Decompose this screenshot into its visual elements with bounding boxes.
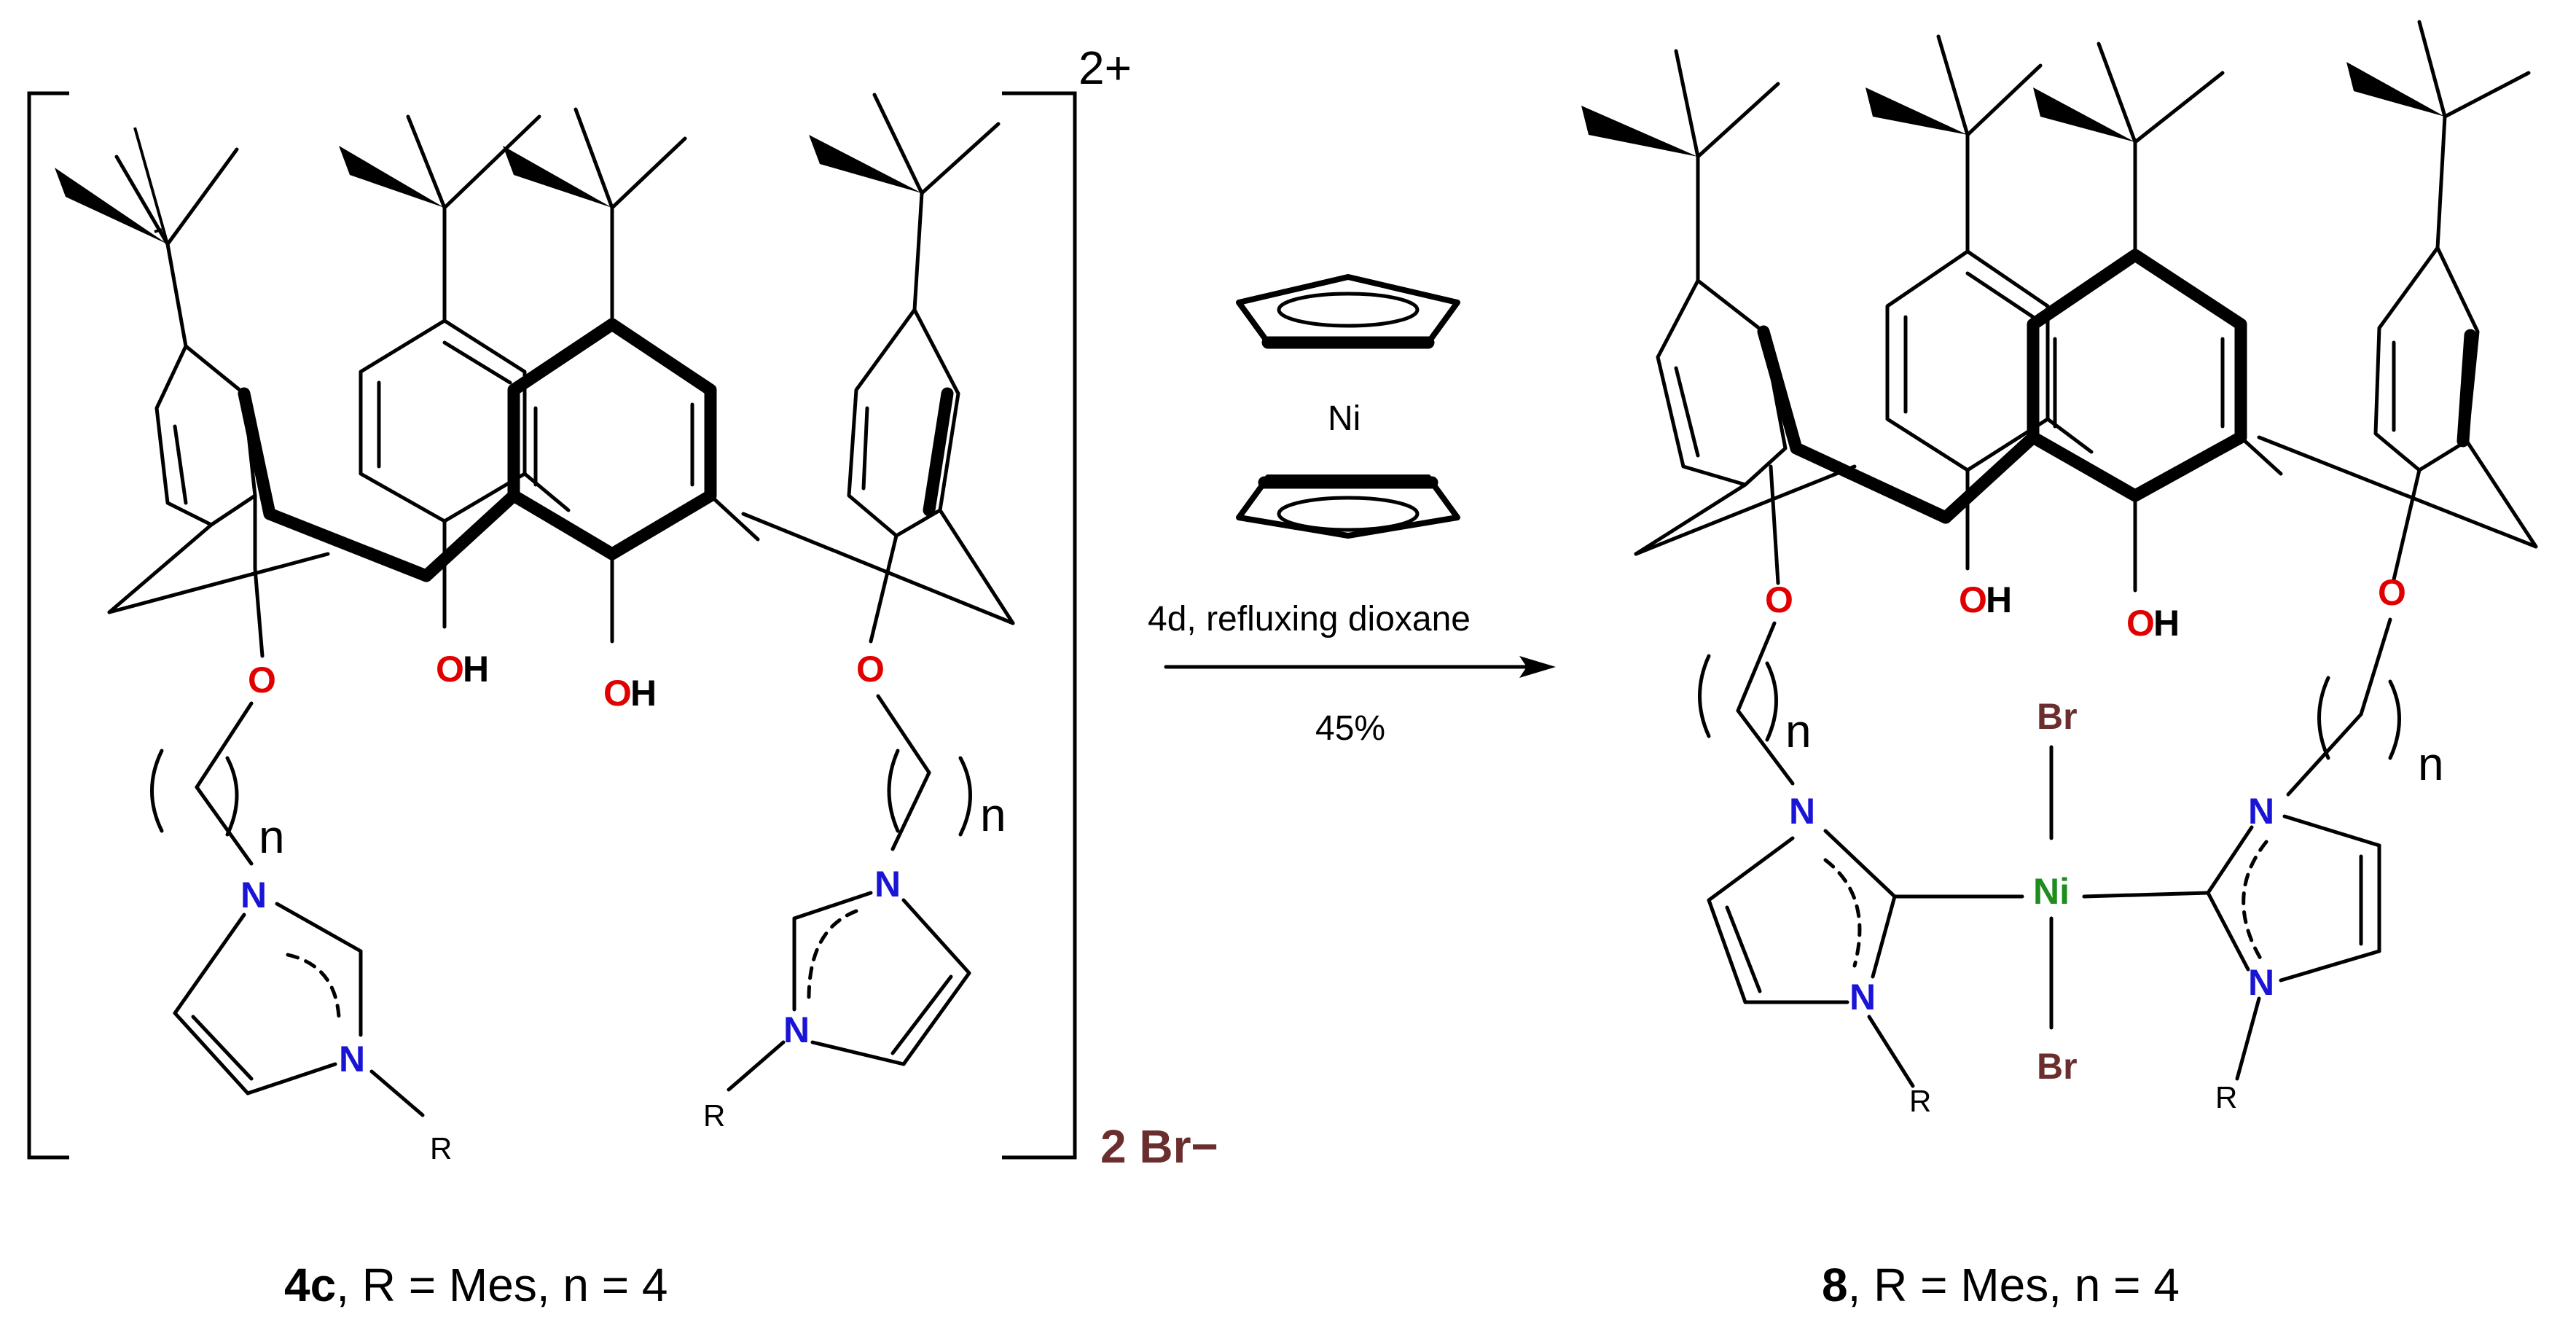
hydroxyl-oxygen: O — [1959, 579, 1987, 620]
hydroxyl-oxygen: O — [436, 649, 464, 690]
nickelocene-cp-top — [1236, 274, 1460, 349]
nitrogen-atom: N — [1789, 791, 1815, 832]
compound-description: , R = Mes, n = 4 — [1848, 1259, 2180, 1311]
repeat-n-label: n — [2418, 738, 2444, 790]
reaction-conditions: 4d, refluxing dioxane — [1148, 600, 1471, 638]
arrow-head — [1519, 656, 1556, 678]
nitrogen-atom: N — [783, 1009, 810, 1050]
repeat-n-label: n — [1785, 705, 1812, 757]
oxygen-atom: O — [1765, 579, 1793, 620]
reactant-caption: 4c, R = Mes, n = 4 — [284, 1259, 668, 1311]
product-structure: O O H O H O n n N N R Br Ni — [1581, 20, 2538, 1118]
bromine-atom: Br — [2037, 1046, 2078, 1087]
bromine-atom: Br — [2037, 696, 2078, 737]
repeat-n-label: n — [259, 810, 285, 863]
counterion-label: 2 Br− — [1100, 1120, 1218, 1173]
nitrogen-atom: N — [874, 864, 901, 905]
oxygen-atom: O — [856, 649, 885, 690]
nickelocene-cp-bottom — [1236, 474, 1460, 539]
hydroxyl-oxygen: O — [603, 673, 632, 714]
nitrogen-atom: N — [339, 1039, 365, 1079]
oxygen-atom: O — [2378, 572, 2406, 613]
tbutyl-group — [2346, 20, 2531, 250]
product-caption: 8, R = Mes, n = 4 — [1822, 1259, 2180, 1311]
r-substituent: R — [703, 1098, 725, 1133]
metal-label: Ni — [1328, 399, 1361, 438]
hydroxyl-hydrogen: H — [630, 673, 657, 714]
tbutyl-group — [339, 114, 541, 323]
repeat-n-label: n — [980, 789, 1006, 841]
r-substituent: R — [430, 1131, 452, 1165]
compound-description: , R = Mes, n = 4 — [336, 1259, 668, 1311]
reagent-block: Ni 4d, refluxing dioxane 45% — [1148, 274, 1556, 748]
r-substituent: R — [2215, 1080, 2237, 1114]
reaction-yield: 45% — [1315, 709, 1385, 748]
hydroxyl-hydrogen: H — [2153, 603, 2180, 644]
tbutyl-group — [1866, 34, 2043, 254]
compound-id: 8 — [1822, 1259, 1848, 1311]
r-substituent: R — [1909, 1084, 1931, 1118]
nickel-atom: Ni — [2033, 871, 2070, 912]
charge-label: 2+ — [1078, 42, 1132, 94]
tbutyl-group — [809, 93, 1001, 312]
hydroxyl-hydrogen: H — [463, 649, 489, 690]
reactant-structure: O O H O H O n n N N R N N — [27, 42, 1218, 1173]
compound-id: 4c — [284, 1259, 336, 1311]
right-bracket — [1002, 91, 1077, 1160]
tbutyl-group — [1581, 49, 1780, 283]
nitrogen-atom: N — [240, 875, 267, 915]
tbutyl-group — [503, 107, 687, 327]
tbutyl-group — [2033, 42, 2225, 257]
tbutyl-group — [55, 127, 239, 348]
oxygen-atom: O — [248, 660, 276, 700]
left-bracket — [27, 91, 69, 1160]
hydroxyl-oxygen: O — [2126, 603, 2155, 644]
hydroxyl-hydrogen: H — [1986, 579, 2012, 620]
nitrogen-atom: N — [1849, 977, 1876, 1017]
nitrogen-atom: N — [2248, 791, 2274, 832]
nitrogen-atom: N — [2248, 962, 2274, 1003]
